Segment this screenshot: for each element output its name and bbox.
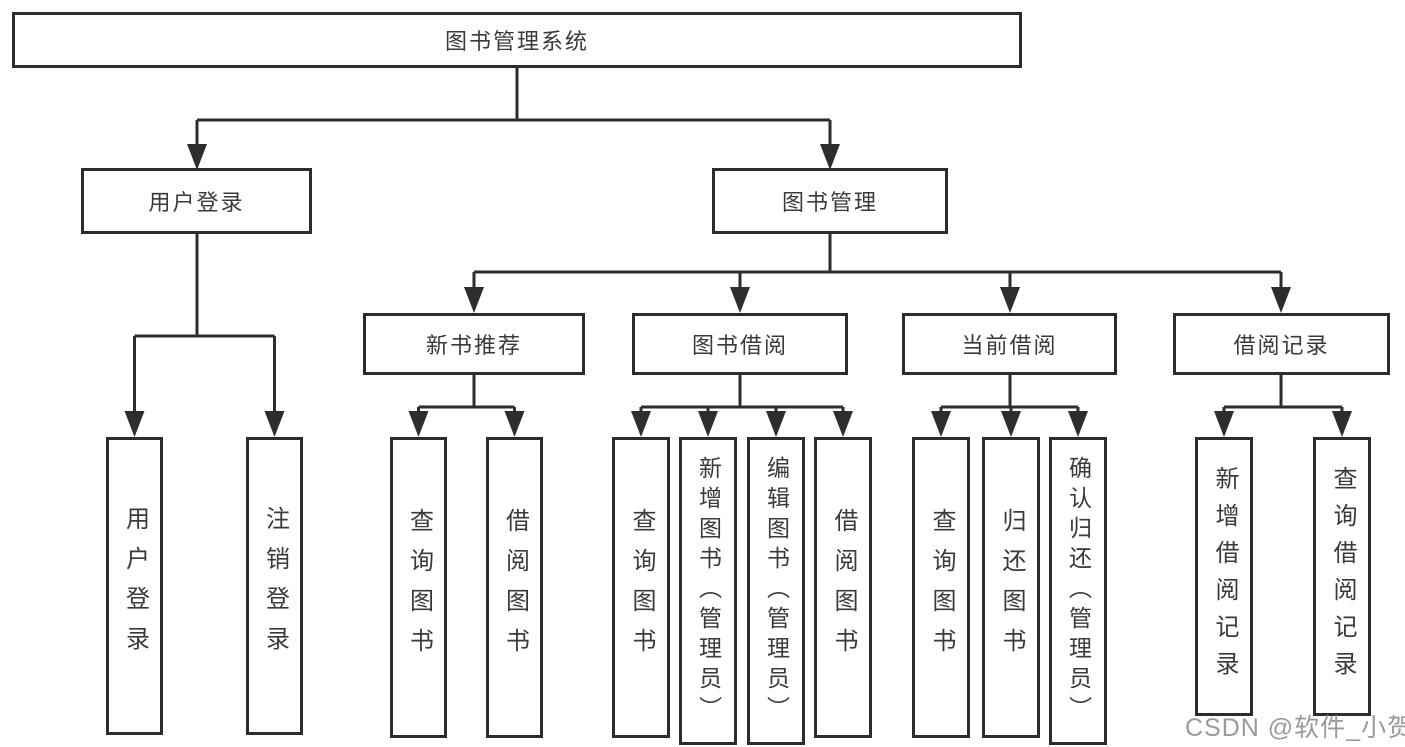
node-user-login: 用户登录 (81, 168, 312, 234)
connector-newbook-to-leaves (408, 375, 525, 437)
leaf-user-login: 用户登录 (106, 437, 163, 735)
connector-bookborrow-to-leaves (631, 375, 853, 437)
connector-root-to-level2 (187, 68, 840, 170)
node-user-login-label: 用户登录 (148, 190, 245, 215)
leaf-query-books-borrow-label: 查询图书 (628, 507, 655, 668)
leaf-query-books-borrow: 查询图书 (612, 437, 670, 738)
node-current-borrow: 当前借阅 (902, 313, 1117, 375)
leaf-add-book-admin-label: 新增图书（管理员） (695, 456, 722, 726)
leaf-return-book: 归还图书 (982, 437, 1040, 738)
leaf-query-books-recommend-label: 查询图书 (405, 507, 433, 668)
leaf-return-book-label: 归还图书 (998, 507, 1025, 668)
leaf-query-borrow-record: 查询借阅记录 (1313, 437, 1371, 716)
leaf-query-books-current: 查询图书 (912, 437, 970, 738)
node-root: 图书管理系统 (12, 12, 1022, 68)
leaf-add-borrow-record-label: 新增借阅记录 (1211, 465, 1238, 688)
leaf-add-borrow-record: 新增借阅记录 (1195, 437, 1253, 716)
leaf-query-books-current-label: 查询图书 (928, 507, 955, 668)
leaf-query-borrow-record-label: 查询借阅记录 (1329, 465, 1356, 688)
node-new-book-recommend: 新书推荐 (363, 313, 585, 375)
csdn-watermark: CSDN @软件_小贺同学 (1185, 714, 1405, 742)
leaf-edit-book-admin-label: 编辑图书（管理员） (763, 456, 790, 726)
node-book-management-label: 图书管理 (781, 190, 878, 215)
leaf-confirm-return-admin: 确认归还（管理员） (1049, 437, 1107, 745)
leaf-logout: 注销登录 (246, 437, 303, 735)
leaf-borrow-books-label: 借阅图书 (830, 507, 857, 668)
node-book-borrow-label: 图书借阅 (691, 333, 788, 358)
leaf-borrow-books-recommend-label: 借阅图书 (501, 507, 529, 668)
leaf-add-book-admin: 新增图书（管理员） (679, 437, 737, 745)
connector-userlogin-to-leaves (124, 234, 285, 437)
node-borrow-records-label: 借阅记录 (1233, 333, 1330, 358)
node-book-management: 图书管理 (712, 168, 948, 234)
leaf-borrow-books: 借阅图书 (814, 437, 872, 738)
node-borrow-records: 借阅记录 (1173, 313, 1390, 375)
leaf-borrow-books-recommend: 借阅图书 (486, 437, 543, 738)
connector-borrowrecords-to-leaves (1214, 375, 1352, 437)
node-new-book-recommend-label: 新书推荐 (425, 333, 522, 358)
node-current-borrow-label: 当前借阅 (961, 333, 1058, 358)
leaf-confirm-return-admin-label: 确认归还（管理员） (1065, 456, 1092, 726)
node-book-borrow: 图书借阅 (632, 313, 848, 375)
leaf-user-login-label: 用户登录 (121, 506, 149, 666)
leaf-logout-label: 注销登录 (261, 506, 289, 666)
leaf-query-books-recommend: 查询图书 (390, 437, 447, 738)
connector-currentborrow-to-leaves (931, 375, 1088, 437)
connector-bookmgmt-to-level3 (464, 234, 1291, 313)
leaf-edit-book-admin: 编辑图书（管理员） (747, 437, 805, 745)
node-root-label: 图书管理系统 (444, 29, 589, 54)
